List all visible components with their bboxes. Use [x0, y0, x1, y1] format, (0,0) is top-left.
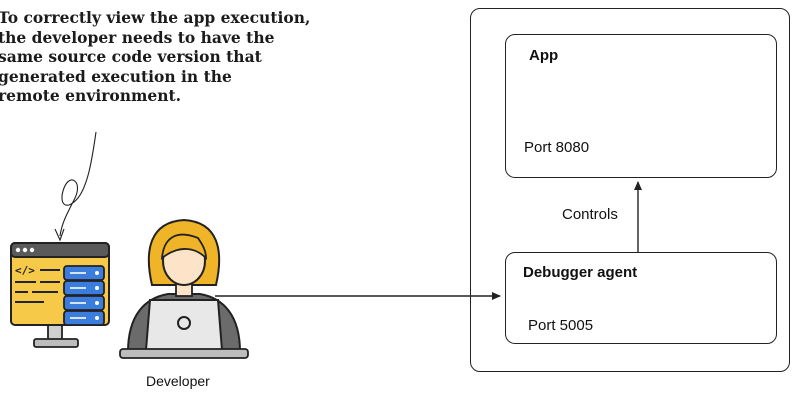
database-stack-icon [63, 265, 105, 326]
callout-line: same source code version that [0, 47, 262, 66]
callout-line: To correctly view the app execution, [0, 8, 311, 27]
svg-text:</>: </> [15, 264, 35, 277]
callout-line: generated execution in the [0, 66, 232, 86]
controls-label: Controls [562, 206, 618, 223]
debugger-agent-box: Debugger agent Port 5005 [505, 252, 777, 344]
developer-label: Developer [146, 373, 210, 389]
callout-line: remote environment. [0, 86, 182, 105]
callout-pointer-arrow [54, 131, 97, 242]
app-box: App Port 8080 [505, 34, 777, 178]
agent-port-label: Port 5005 [528, 317, 594, 334]
callout-text: To correctly view the app execution, the… [0, 8, 358, 106]
app-title: App [529, 47, 559, 64]
callout-line: the developer needs to have the [0, 27, 275, 47]
app-port-label: Port 8080 [524, 139, 590, 156]
agent-title: Debugger agent [523, 264, 638, 281]
developer-avatar-icon [119, 218, 249, 359]
